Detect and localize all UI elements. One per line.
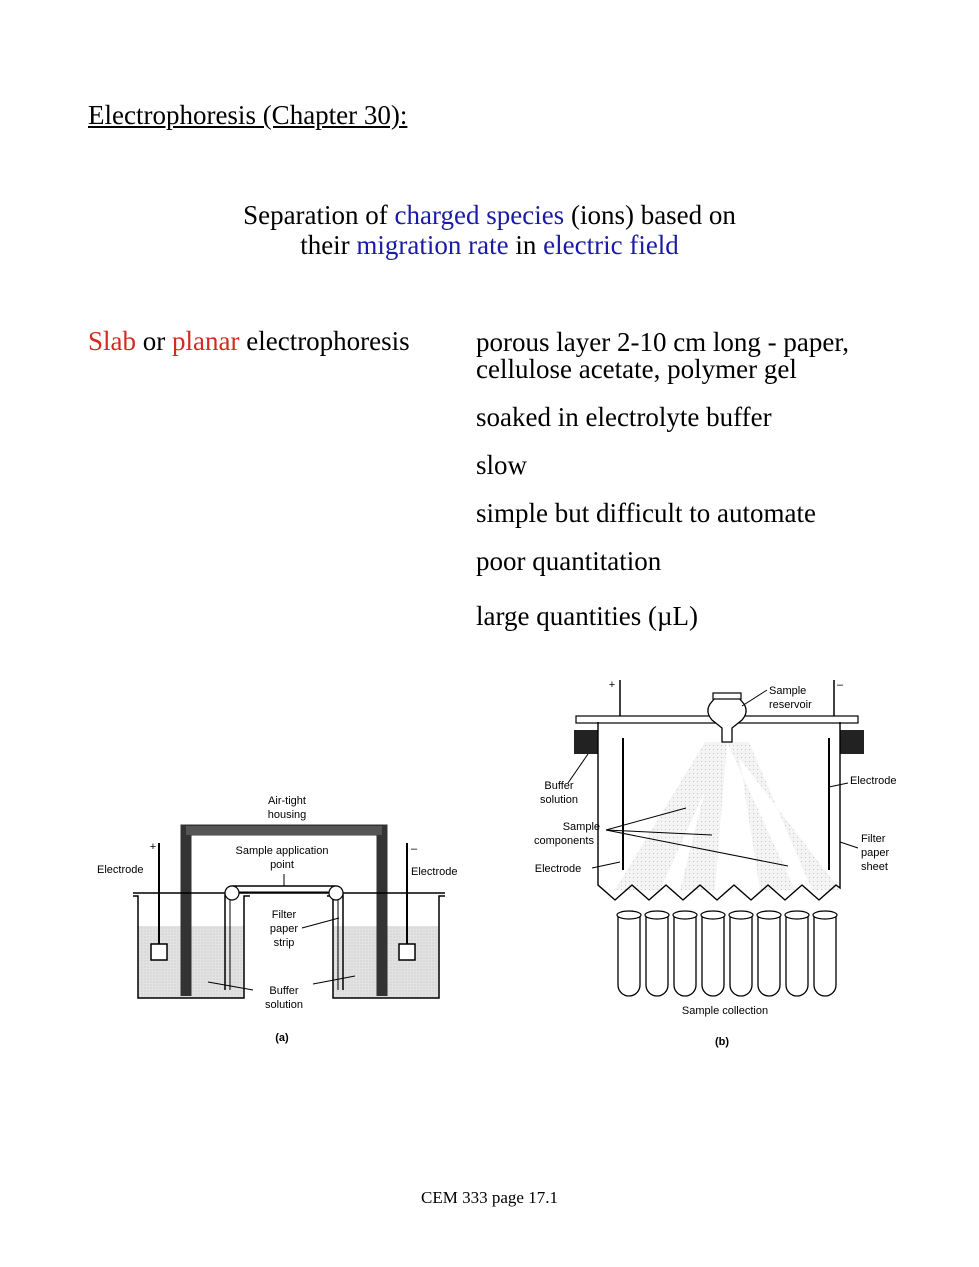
property-item: cellulose acetate, polymer gel: [476, 354, 797, 384]
label-electrode-left: Electrode: [97, 864, 143, 876]
label-paper: paper: [861, 847, 889, 859]
leader-line: [591, 861, 621, 869]
property-item: poor quantitation: [476, 546, 662, 576]
test-tube: [757, 916, 781, 997]
property-item: simple but difficult to automate: [476, 498, 816, 528]
def-text: (ions) based on: [564, 200, 736, 230]
property-item: soaked in electrolyte buffer: [476, 402, 772, 432]
test-tube: [645, 916, 669, 997]
strip-roller-right: [328, 885, 344, 901]
plus-sign: +: [609, 679, 615, 691]
def-highlight: charged species: [394, 200, 565, 230]
spray-band: [727, 742, 795, 890]
def-highlight: electric field: [543, 230, 679, 260]
sample-reservoir: [707, 697, 747, 743]
test-tube: [701, 916, 725, 997]
test-tube-rim: [784, 910, 810, 920]
label-filter: Filter: [861, 833, 886, 845]
clamp-left: [574, 730, 598, 754]
def-text: their: [300, 230, 357, 260]
page-title: Electrophoresis (Chapter 30):: [88, 100, 408, 130]
def-text: in: [508, 230, 544, 260]
spray-band: [680, 742, 727, 890]
figure-a-diagram: Air-tight housing Sample application poi…: [97, 795, 457, 1044]
def-text: Separation of: [243, 200, 395, 230]
test-tube: [617, 916, 641, 997]
electrode-right-plate: [398, 943, 416, 961]
leader-line: [741, 689, 768, 707]
collection-tubes: [616, 910, 838, 997]
leader-line: [605, 807, 687, 831]
test-tube: [813, 916, 837, 997]
test-tube-rim: [728, 910, 754, 920]
minus-sign: –: [837, 679, 844, 691]
leader-line: [207, 981, 254, 991]
label-filter: Filter: [272, 909, 297, 921]
label-buffer: Buffer: [269, 985, 298, 997]
test-tube-rim: [644, 910, 670, 920]
test-tube-rim: [756, 910, 782, 920]
slab-or: or: [136, 326, 173, 356]
test-tube-rim: [700, 910, 726, 920]
label-components: components: [534, 835, 594, 847]
label-buffer: Buffer: [544, 780, 573, 792]
label-point: point: [270, 859, 294, 871]
slab-rest: electrophoresis: [239, 326, 410, 356]
label-electrode-right: Electrode: [850, 775, 896, 787]
label-sample-application: Sample application: [236, 845, 329, 857]
page-footer: CEM 333 page 17.1: [421, 1188, 558, 1207]
label-solution: solution: [265, 999, 303, 1011]
spray-band: [727, 742, 840, 890]
housing-top: [186, 826, 382, 835]
label-electrode-right: Electrode: [411, 866, 457, 878]
planar-word: planar: [172, 326, 240, 356]
beaker-left: [133, 895, 250, 999]
property-item: porous layer 2-10 cm long - paper,: [476, 327, 850, 357]
leader-line: [312, 975, 356, 985]
definition-line-2: their migration rate in electric field: [0, 230, 979, 260]
caption-b: (b): [715, 1036, 729, 1048]
label-reservoir: reservoir: [769, 699, 812, 711]
electrode-left-plate: [150, 943, 168, 961]
label-solution: solution: [540, 794, 578, 806]
clamp-right: [840, 730, 864, 754]
label-sample-2: Sample: [563, 821, 600, 833]
property-item: large quantities (µL): [476, 601, 698, 631]
definition-line-1: Separation of charged species (ions) bas…: [0, 200, 979, 230]
test-tube: [729, 916, 753, 997]
slab-word: Slab: [88, 326, 137, 356]
label-housing: housing: [268, 809, 307, 821]
property-item: slow: [476, 450, 528, 480]
test-tube-rim: [672, 910, 698, 920]
test-tube: [673, 916, 697, 997]
spray-band: [615, 742, 727, 890]
leader-line: [605, 829, 713, 836]
strip-roller-left: [224, 885, 240, 901]
plus-sign: +: [150, 841, 156, 853]
minus-sign: –: [411, 843, 418, 855]
label-paper: paper: [270, 923, 298, 935]
label-strip: strip: [274, 937, 295, 949]
leader-line: [567, 753, 589, 784]
def-highlight: migration rate: [356, 230, 509, 260]
caption-a: (a): [275, 1032, 289, 1044]
leader-line: [605, 829, 789, 867]
test-tube: [785, 916, 809, 997]
label-air-tight: Air-tight: [268, 795, 306, 807]
label-electrode-left: Electrode: [535, 863, 581, 875]
label-sample-collection: Sample collection: [682, 1005, 768, 1017]
figure-b-diagram: + – Sample reservoir Buffer solution Ele…: [534, 679, 896, 1048]
slab-heading: Slab or planar electrophoresis: [88, 326, 410, 357]
reservoir-rim: [712, 692, 742, 700]
leader-line: [828, 782, 849, 788]
filter-paper-sheet: [597, 722, 841, 901]
leader-line: [839, 841, 859, 849]
label-sample: Sample: [769, 685, 806, 697]
test-tube-rim: [812, 910, 838, 920]
leader-line: [301, 917, 340, 929]
test-tube-rim: [616, 910, 642, 920]
label-sheet: sheet: [861, 861, 888, 873]
